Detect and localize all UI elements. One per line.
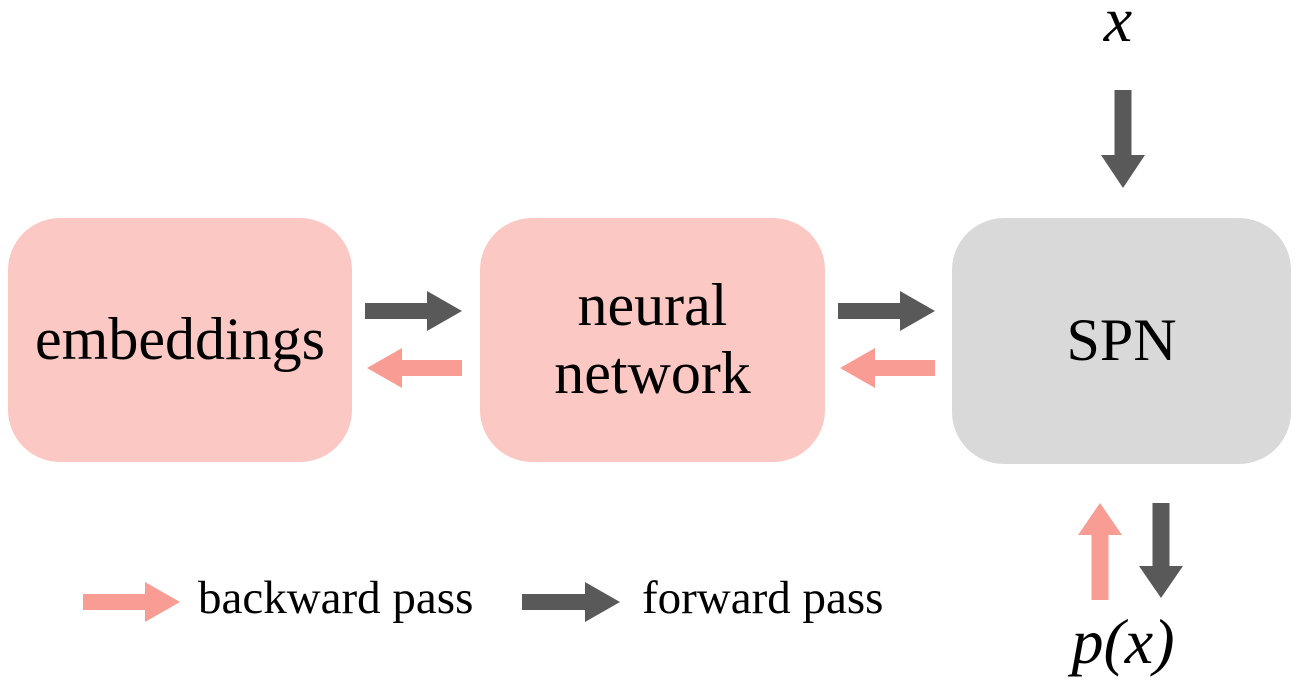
output-up-arrow-icon [1078,503,1122,600]
node-spn: SPN [952,218,1291,464]
input-x-label: x [1103,0,1133,55]
node-embeddings-label: embeddings [35,306,325,373]
legend-backward-arrow-icon [83,582,180,622]
legend-forward-label: forward pass [642,572,884,624]
legend-forward-arrow-icon [522,582,620,622]
forward-arrow-icon [365,291,462,331]
node-spn-label: SPN [1066,307,1177,374]
legend-backward-label: backward pass [198,572,474,624]
backward-arrow-icon [840,348,935,388]
forward-arrow-icon [838,291,935,331]
input-down-arrow-icon [1101,90,1145,188]
output-px-label: p(x) [1071,606,1175,677]
node-embeddings: embeddings [8,218,352,462]
node-neural-network-label: neural network [554,272,751,406]
output-down-arrow-icon [1139,503,1183,598]
node-neural-network: neural network [480,218,825,462]
backward-arrow-icon [367,348,462,388]
